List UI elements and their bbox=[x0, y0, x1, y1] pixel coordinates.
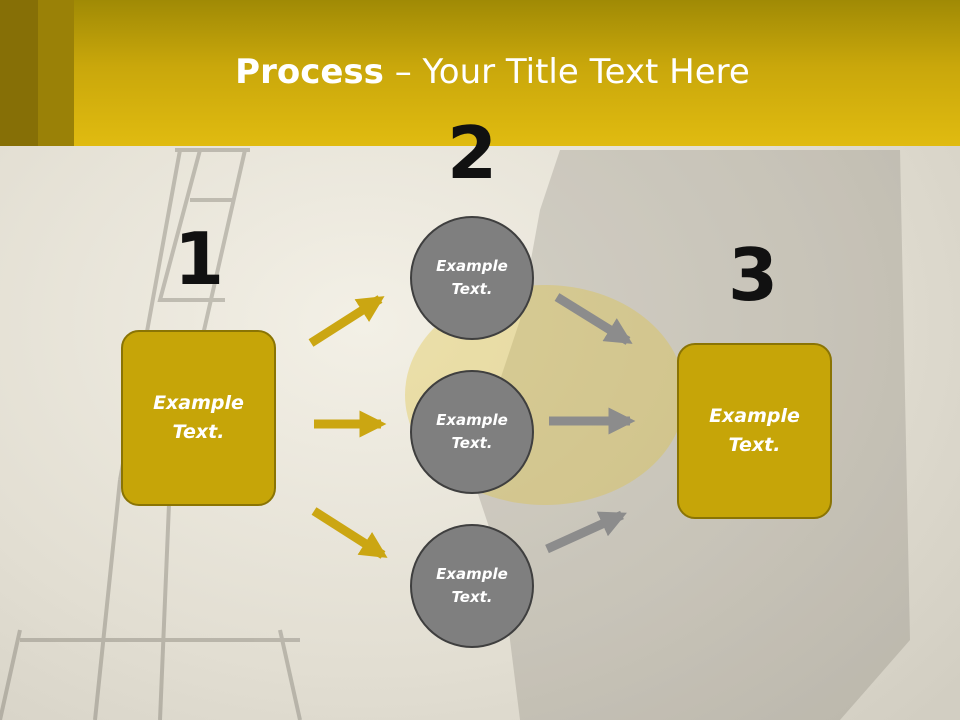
step-3-box[interactable]: Example Text. bbox=[677, 343, 832, 519]
title-bold: Process bbox=[235, 52, 384, 92]
step-2-number: 2 bbox=[446, 111, 498, 195]
step-2-circle-2-text: Example Text. bbox=[436, 411, 508, 452]
header-stripe-mid bbox=[38, 0, 74, 146]
step-1-text: Example Text. bbox=[153, 392, 244, 443]
crane-silhouette bbox=[0, 148, 302, 720]
step-2-circle-1[interactable]: Example Text. bbox=[410, 216, 534, 340]
step-2-circle-1-text: Example Text. bbox=[436, 257, 508, 298]
slide-title: Process – Your Title Text Here bbox=[0, 52, 960, 92]
step-3-number: 3 bbox=[727, 233, 779, 317]
title-dash: – bbox=[383, 52, 423, 92]
header-stripe-dark bbox=[0, 0, 38, 146]
step-2-circle-3[interactable]: Example Text. bbox=[410, 524, 534, 648]
step-1-box[interactable]: Example Text. bbox=[121, 330, 276, 506]
step-1-number: 1 bbox=[173, 217, 225, 301]
arrow-right-down bbox=[554, 293, 633, 345]
arrow-left-up bbox=[308, 295, 385, 347]
title-rest: Your Title Text Here bbox=[422, 52, 750, 92]
header-band bbox=[0, 0, 960, 146]
step-2-circle-3-text: Example Text. bbox=[436, 565, 508, 606]
arrow-left-down bbox=[311, 507, 388, 559]
arrow-right-up bbox=[545, 510, 627, 554]
step-2-circle-2[interactable]: Example Text. bbox=[410, 370, 534, 494]
step-3-text: Example Text. bbox=[709, 405, 800, 456]
